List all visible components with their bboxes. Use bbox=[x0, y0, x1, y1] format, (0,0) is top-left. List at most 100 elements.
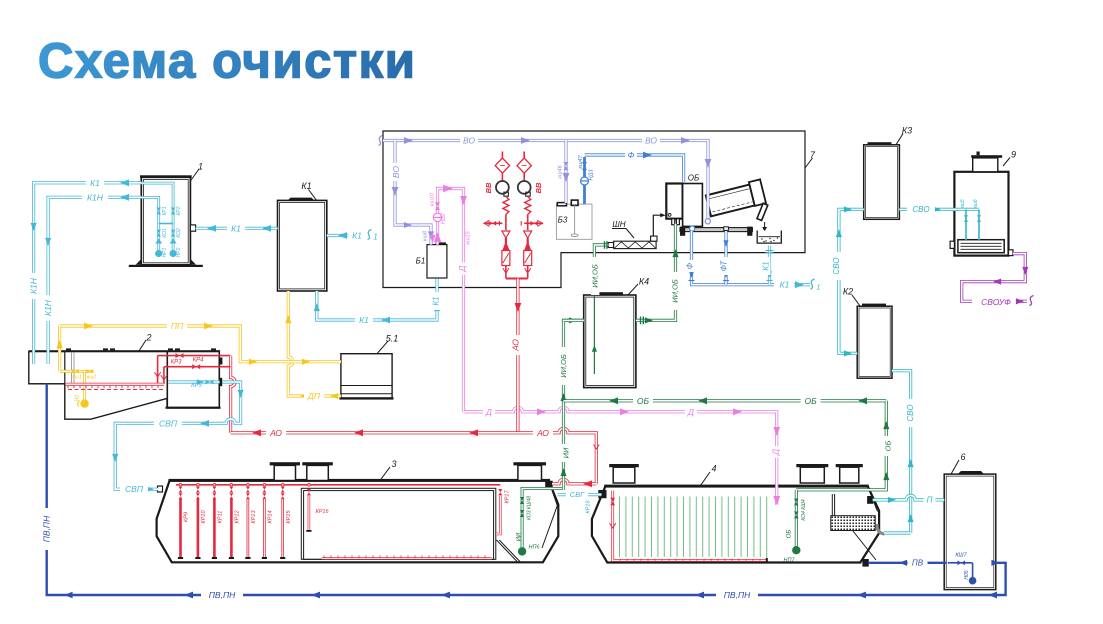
svg-text:КР3: КР3 bbox=[171, 360, 183, 366]
svg-text:ПВ,ПН: ПВ,ПН bbox=[724, 590, 751, 600]
svg-text:КО1: КО1 bbox=[162, 228, 168, 238]
svg-text:ПВ,ПН: ПВ,ПН bbox=[209, 590, 236, 600]
svg-text:ОБ: ОБ bbox=[688, 173, 699, 182]
svg-text:КО3 КШ48: КО3 КШ48 bbox=[527, 496, 533, 520]
svg-text:СВП: СВП bbox=[159, 418, 178, 428]
svg-text:КО2: КО2 bbox=[176, 228, 182, 238]
svg-text:КР4: КР4 bbox=[193, 358, 205, 364]
svg-text:Д: Д bbox=[771, 449, 781, 456]
svg-text:ФТ: ФТ bbox=[720, 260, 729, 272]
svg-text:кш46: кш46 bbox=[558, 164, 564, 178]
svg-text:Д: Д bbox=[687, 407, 694, 417]
svg-text:К1: К1 bbox=[90, 178, 100, 188]
svg-text:ОБ: ОБ bbox=[883, 441, 892, 452]
svg-text:ИИ: ИИ bbox=[517, 532, 523, 541]
svg-text:НД3: НД3 bbox=[589, 169, 595, 181]
svg-text:1: 1 bbox=[816, 283, 820, 292]
svg-text:кш47: кш47 bbox=[578, 154, 584, 168]
svg-text:Д: Д bbox=[485, 407, 492, 417]
svg-text:кш2: кш2 bbox=[87, 375, 97, 381]
svg-text:СВГ: СВГ bbox=[570, 490, 585, 499]
svg-text:ИИ: ИИ bbox=[561, 447, 570, 458]
svg-text:НП7: НП7 bbox=[783, 558, 795, 564]
svg-text:1: 1 bbox=[373, 233, 377, 242]
svg-text:СВО: СВО bbox=[832, 257, 841, 274]
svg-text:ПП: ПП bbox=[171, 321, 184, 331]
svg-text:К3: К3 bbox=[902, 126, 912, 136]
svg-text:АО: АО bbox=[511, 339, 521, 352]
svg-text:К1Н: К1Н bbox=[43, 299, 53, 316]
svg-text:ИИ,ОБ: ИИ,ОБ bbox=[591, 264, 600, 288]
svg-text:ОБ: ОБ bbox=[637, 396, 650, 406]
svg-text:АО: АО bbox=[536, 428, 549, 438]
svg-text:КР15: КР15 bbox=[286, 510, 292, 524]
svg-text:ВО: ВО bbox=[463, 136, 475, 146]
svg-text:7: 7 bbox=[810, 150, 816, 160]
svg-text:3: 3 bbox=[391, 459, 396, 469]
svg-text:КР5: КР5 bbox=[191, 383, 203, 389]
svg-text:ДП: ДП bbox=[307, 391, 321, 401]
svg-text:ИИ,ОБ: ИИ,ОБ bbox=[670, 279, 679, 303]
svg-text:9: 9 bbox=[1011, 150, 1016, 160]
svg-text:К1Н: К1Н bbox=[87, 192, 104, 202]
svg-text:Ф: Ф bbox=[628, 150, 635, 160]
svg-text:КР12: КР12 bbox=[235, 510, 241, 523]
svg-text:НР2: НР2 bbox=[176, 247, 182, 257]
svg-text:КР16: КР16 bbox=[315, 509, 329, 515]
svg-text:кш10: кш10 bbox=[429, 192, 435, 206]
svg-text:КР11: КР11 bbox=[218, 511, 224, 524]
svg-text:АО: АО bbox=[269, 428, 282, 438]
svg-text:4: 4 bbox=[711, 464, 716, 474]
svg-text:СВО: СВО bbox=[906, 404, 915, 421]
svg-text:СВО: СВО bbox=[912, 205, 929, 214]
svg-text:кш8: кш8 bbox=[422, 230, 428, 241]
svg-text:К1: К1 bbox=[301, 181, 311, 191]
svg-text:КР17: КР17 bbox=[505, 490, 511, 504]
svg-text:Н2: Н2 bbox=[75, 395, 81, 402]
svg-text:ОБ: ОБ bbox=[787, 530, 793, 539]
svg-text:КР10: КР10 bbox=[201, 510, 207, 524]
svg-text:КР18: КР18 bbox=[586, 500, 592, 514]
svg-text:ПВ: ПВ bbox=[912, 558, 924, 567]
svg-text:ШН: ШН bbox=[612, 220, 625, 229]
svg-text:ОБ: ОБ bbox=[805, 396, 818, 406]
svg-text:КШ7: КШ7 bbox=[955, 553, 967, 559]
svg-text:КО4 КШ4: КО4 КШ4 bbox=[801, 499, 807, 520]
svg-text:2: 2 bbox=[145, 333, 151, 343]
svg-text:КР9: КР9 bbox=[184, 512, 190, 522]
svg-text:Ф: Ф bbox=[686, 262, 695, 269]
svg-text:СВОУФ: СВОУФ bbox=[981, 297, 1011, 307]
svg-text:1: 1 bbox=[198, 162, 203, 172]
svg-text:Н05: Н05 bbox=[964, 570, 970, 579]
svg-text:КР14: КР14 bbox=[268, 510, 274, 523]
svg-text:6: 6 bbox=[960, 452, 965, 462]
svg-text:К1: К1 bbox=[352, 231, 362, 241]
svg-text:К1Н: К1Н bbox=[29, 277, 39, 294]
svg-text:кш1: кш1 bbox=[72, 375, 82, 381]
svg-text:кш15: кш15 bbox=[465, 230, 471, 244]
svg-text:НД2: НД2 bbox=[441, 213, 447, 224]
svg-text:КР2: КР2 bbox=[176, 206, 182, 215]
svg-text:П: П bbox=[927, 495, 933, 504]
svg-text:СВП: СВП bbox=[125, 484, 144, 494]
svg-text:К1: К1 bbox=[231, 223, 241, 233]
svg-text:ВВ: ВВ bbox=[534, 182, 543, 193]
svg-text:НП6: НП6 bbox=[528, 545, 540, 551]
svg-text:ИИ,ОБ: ИИ,ОБ bbox=[559, 354, 568, 378]
svg-text:Д: Д bbox=[457, 266, 467, 273]
svg-text:кш5: кш5 bbox=[960, 199, 966, 209]
svg-text:кш6: кш6 bbox=[973, 199, 979, 209]
svg-text:К1: К1 bbox=[762, 261, 771, 270]
svg-text:Схема очистки: Схема очистки bbox=[38, 35, 416, 89]
svg-text:5.1: 5.1 bbox=[386, 334, 399, 344]
svg-text:К4: К4 bbox=[639, 277, 649, 287]
svg-text:К1: К1 bbox=[432, 296, 441, 305]
svg-text:ВО: ВО bbox=[391, 166, 401, 178]
svg-text:К2: К2 bbox=[843, 287, 853, 297]
svg-text:Б3: Б3 bbox=[558, 216, 568, 225]
svg-text:Б1: Б1 bbox=[416, 257, 426, 266]
svg-text:КР1: КР1 bbox=[162, 206, 168, 215]
svg-text:К1: К1 bbox=[359, 315, 369, 325]
svg-text:ПВ,ПН: ПВ,ПН bbox=[42, 515, 52, 542]
svg-text:ВВ: ВВ bbox=[484, 182, 493, 193]
